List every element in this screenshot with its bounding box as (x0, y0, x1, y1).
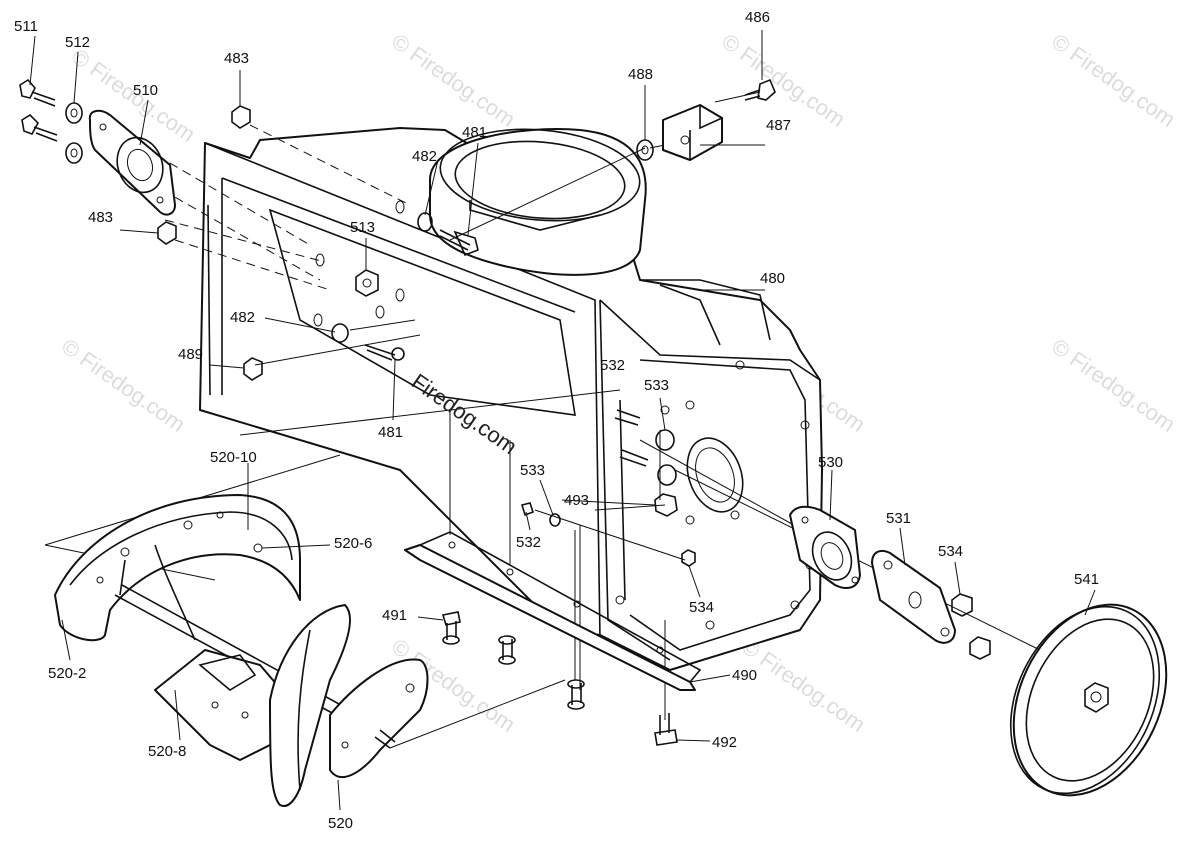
watermark-5: © Firedog.com (57, 334, 190, 437)
part-481-bolts (364, 229, 479, 361)
part-487-bracket (662, 104, 723, 161)
callout-531: 531 (886, 510, 911, 527)
callout-520-8: 520-8 (148, 743, 186, 760)
callout-520-10: 520-10 (210, 449, 257, 466)
callout-483-top: 483 (224, 50, 249, 67)
watermark-2: © Firedog.com (387, 29, 520, 132)
callout-520-2: 520-2 (48, 665, 86, 682)
auger-assembly (54, 494, 429, 807)
callout-492: 492 (712, 734, 737, 751)
callout-511: 511 (14, 18, 38, 35)
callout-491: 491 (382, 607, 407, 624)
callout-510: 510 (133, 82, 158, 99)
callout-488: 488 (628, 66, 653, 83)
callout-512: 512 (65, 34, 90, 51)
callout-486: 486 (745, 9, 770, 26)
part-490-skid (404, 531, 702, 691)
part-532-bolts (520, 409, 649, 517)
callout-532-bottom: 532 (516, 534, 541, 551)
watermark-4: © Firedog.com (1047, 29, 1180, 132)
callout-labels: 511 512 510 483 483 481 482 513 482 489 … (14, 9, 1099, 832)
part-492-bolt (654, 713, 678, 746)
callout-482-left: 482 (230, 309, 255, 326)
callout-493: 493 (564, 492, 589, 509)
callout-532-top: 532 (600, 357, 625, 374)
callout-533-bottom: 533 (520, 462, 545, 479)
callout-533-top: 533 (644, 377, 669, 394)
callout-513: 513 (350, 219, 375, 236)
part-488-washer (636, 139, 654, 161)
callout-520-6: 520-6 (334, 535, 372, 552)
leader-lines (29, 30, 1096, 811)
callout-480: 480 (760, 270, 785, 287)
discharge-chute-ring (429, 128, 647, 276)
part-511-bolts (19, 78, 58, 142)
part-541-pulley (1009, 603, 1168, 797)
part-486-bolt (744, 78, 776, 101)
part-531-plate (871, 549, 956, 644)
callout-481-bottom: 481 (378, 424, 403, 441)
part-512-washers (65, 102, 83, 164)
callout-483-left: 483 (88, 209, 113, 226)
part-510-bearing-flange (88, 109, 176, 216)
callout-530: 530 (818, 454, 843, 471)
callout-534-bottom: 534 (689, 599, 714, 616)
part-530-bearing (789, 505, 861, 589)
part-489-nut (243, 357, 263, 381)
callout-481-top: 481 (462, 124, 487, 141)
callout-534-right: 534 (938, 543, 963, 560)
callout-490: 490 (732, 667, 757, 684)
part-493-nut (654, 493, 678, 517)
part-491-carriage-bolts (441, 611, 585, 710)
watermark-7: © Firedog.com (1047, 334, 1180, 437)
callout-482-top: 482 (412, 148, 437, 165)
callout-541: 541 (1074, 571, 1099, 588)
watermark-9: © Firedog.com (737, 634, 870, 737)
callout-487: 487 (766, 117, 791, 134)
callout-489: 489 (178, 346, 203, 363)
callout-520: 520 (328, 815, 353, 832)
